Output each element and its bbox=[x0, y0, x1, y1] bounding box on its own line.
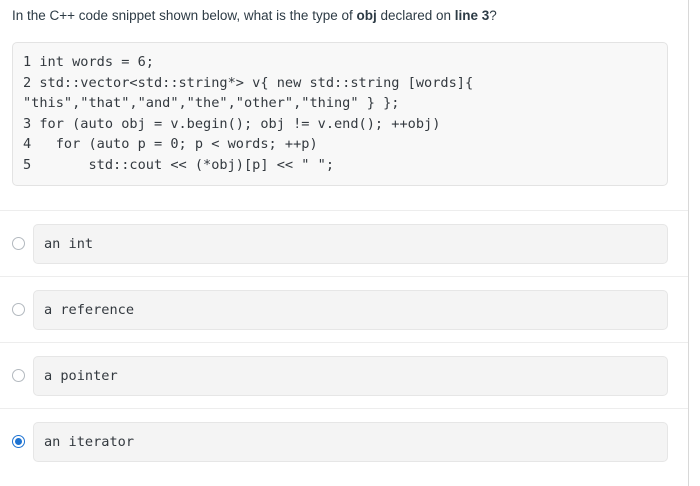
answer-label-a-pointer[interactable]: a pointer bbox=[33, 355, 668, 396]
content-right-divider bbox=[688, 0, 689, 486]
question-emphasis-obj: obj bbox=[356, 8, 377, 23]
question-text-part-3: ? bbox=[489, 8, 497, 23]
answer-option-an-iterator[interactable]: an iterator bbox=[0, 408, 688, 474]
answer-option-a-pointer[interactable]: a pointer bbox=[0, 342, 688, 408]
answer-option-a-reference[interactable]: a reference bbox=[0, 276, 688, 342]
radio-button-an-iterator[interactable] bbox=[12, 435, 25, 448]
answer-options-list: an int a reference a pointer an iterator bbox=[0, 210, 688, 474]
answer-label-an-int[interactable]: an int bbox=[33, 223, 668, 264]
question-text-part-1: In the C++ code snippet shown below, wha… bbox=[12, 8, 357, 23]
radio-button-a-pointer[interactable] bbox=[12, 369, 25, 382]
answer-label-a-reference[interactable]: a reference bbox=[33, 289, 668, 330]
code-snippet-text: 1 int words = 6; 2 std::vector<std::stri… bbox=[23, 54, 474, 173]
question-emphasis-line: line 3 bbox=[454, 8, 490, 23]
radio-button-an-int[interactable] bbox=[12, 237, 25, 250]
answer-option-an-int[interactable]: an int bbox=[0, 210, 688, 276]
question-text-part-2: declared on bbox=[376, 8, 455, 23]
answer-label-an-iterator[interactable]: an iterator bbox=[33, 421, 668, 462]
code-snippet-block: 1 int words = 6; 2 std::vector<std::stri… bbox=[12, 42, 668, 186]
question-stem: In the C++ code snippet shown below, wha… bbox=[12, 6, 676, 26]
radio-button-a-reference[interactable] bbox=[12, 303, 25, 316]
